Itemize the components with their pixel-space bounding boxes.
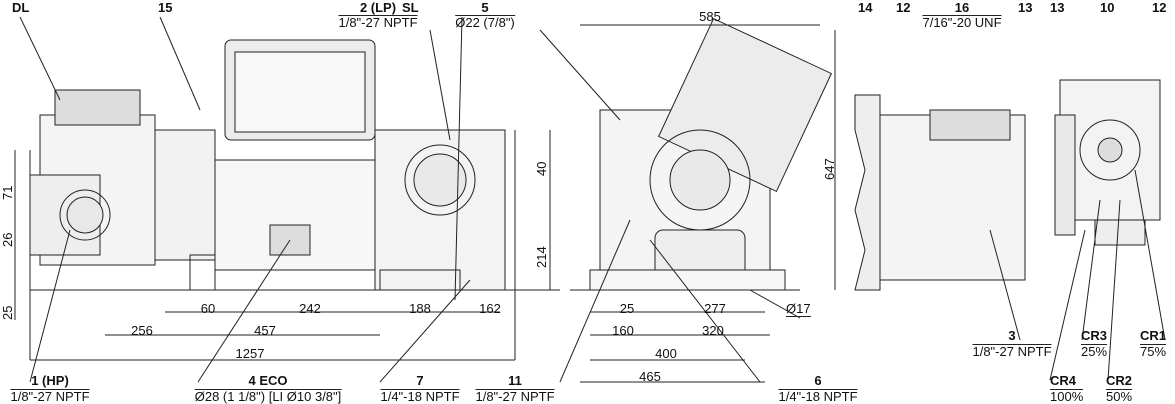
dim-457: 457 <box>254 323 276 338</box>
callout-2-lp: 2 (LP) <box>359 0 397 15</box>
dim-25: 25 <box>619 301 635 316</box>
dim-160: 160 <box>612 323 634 338</box>
dim-60: 60 <box>200 301 216 316</box>
dim-585: 585 <box>699 9 721 24</box>
dim-162: 162 <box>479 301 501 316</box>
callout-4-eco: 4 ECO <box>248 373 288 388</box>
dim-256: 256 <box>131 323 153 338</box>
callout-1-spec: 1/8"-27 NPTF <box>10 389 90 404</box>
dim-d17: Ø17 <box>786 301 811 317</box>
dim-320: 320 <box>702 323 724 338</box>
callout-13-a: 13 <box>1018 0 1033 15</box>
dim-188: 188 <box>409 301 431 316</box>
callout-cr3: CR3 <box>1081 328 1108 343</box>
callout-cr2: CR2 <box>1106 373 1133 388</box>
callout-3-spec: 1/8"-27 NPTF <box>972 344 1052 359</box>
callout-3: 3 <box>1008 328 1016 343</box>
callout-11-spec: 1/8"-27 NPTF <box>475 389 555 404</box>
callout-cr2-value: 50% <box>1106 389 1133 404</box>
callout-10: 10 <box>1100 0 1115 15</box>
callout-1-hp: 1 (HP) <box>31 373 69 388</box>
callout-sl: SL <box>402 0 419 15</box>
dimension-lines <box>14 16 1166 383</box>
callout-cr4: CR4 <box>1050 373 1077 388</box>
callout-cr4-value: 100% <box>1050 389 1084 404</box>
dim-71: 71 <box>0 185 15 200</box>
callout-5-spec: Ø22 (7/8") <box>455 15 515 30</box>
callout-2-spec: 1/8"-27 NPTF <box>338 15 418 30</box>
dim-242: 242 <box>299 301 321 316</box>
callout-12-b: 12 <box>1152 0 1167 15</box>
callout-cr1: CR1 <box>1140 328 1167 343</box>
dim-1257: 1257 <box>235 346 265 361</box>
dim-214: 214 <box>534 246 549 268</box>
callout-cr3-value: 25% <box>1081 344 1108 359</box>
callout-16: 16 <box>954 0 970 15</box>
callout-16-spec: 7/16"-20 UNF <box>922 15 1002 30</box>
front-view <box>570 17 833 291</box>
callout-14: 14 <box>858 0 873 15</box>
callout-7-spec: 1/4"-18 NPTF <box>380 389 460 404</box>
callout-11: 11 <box>508 373 522 388</box>
callout-4-spec: Ø28 (1 1/8") [LI Ø10 3/8"] <box>194 389 342 404</box>
callout-6: 6 <box>814 373 822 388</box>
callout-12-a: 12 <box>896 0 911 15</box>
dim-465: 465 <box>639 369 661 384</box>
callout-7: 7 <box>416 373 424 388</box>
callout-15: 15 <box>158 0 173 15</box>
callout-dl: DL <box>12 0 30 15</box>
dim-40: 40 <box>534 161 549 176</box>
callout-13-b: 13 <box>1050 0 1065 15</box>
dim-26: 26 <box>0 232 15 247</box>
dim-25-vertical: 25 <box>0 305 15 320</box>
side-view <box>29 39 560 291</box>
dim-277: 277 <box>704 301 726 316</box>
callout-5: 5 <box>481 0 489 15</box>
dim-400: 400 <box>655 346 677 361</box>
callout-6-spec: 1/4"-18 NPTF <box>778 389 858 404</box>
callout-cr1-value: 75% <box>1140 344 1167 359</box>
dim-647: 647 <box>822 158 837 180</box>
rear-view <box>854 79 1161 291</box>
